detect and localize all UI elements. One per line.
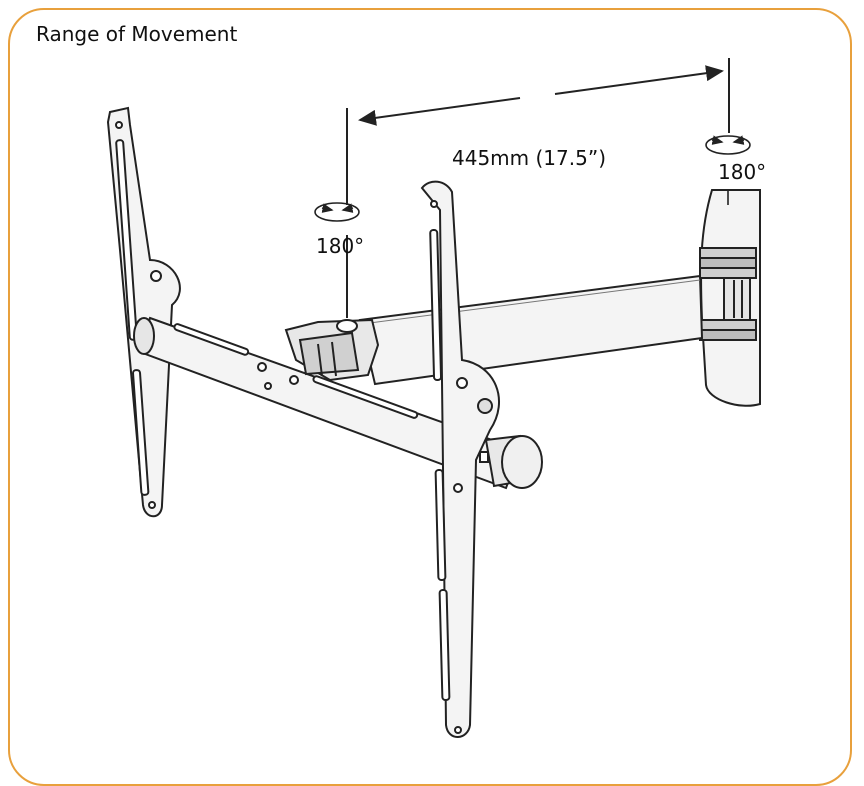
right-rotation-angle: 180° (718, 160, 767, 184)
crossbar (133, 316, 522, 490)
arm-tube (358, 274, 704, 386)
rotation-arrow-icon (705, 135, 751, 205)
left-vesa-plate (106, 106, 181, 518)
crossbar-end-cap (479, 434, 543, 489)
dimension-label: 445mm (17.5”) (452, 146, 606, 170)
diagram-title: Range of Movement (36, 22, 238, 46)
wall-bracket (699, 189, 761, 407)
left-rotation-angle: 180° (316, 234, 365, 258)
swivel-head (284, 235, 380, 382)
dimension-line (346, 58, 730, 205)
right-vesa-plate (420, 180, 500, 738)
rotation-arrow-icon (314, 202, 360, 222)
